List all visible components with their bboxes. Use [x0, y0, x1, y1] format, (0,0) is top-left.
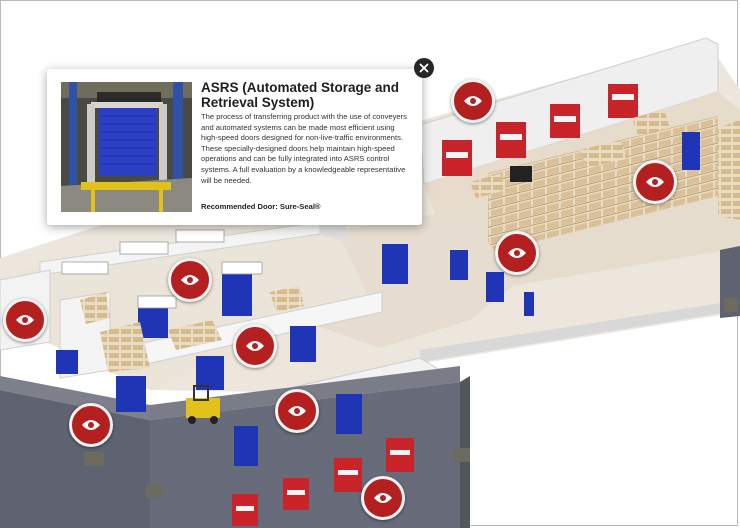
dock-doors-bottom [232, 438, 414, 526]
hotspot-loading-dock[interactable] [361, 476, 405, 520]
hotspot-top-corridor[interactable] [451, 79, 495, 123]
eye-icon [16, 315, 34, 325]
recommended-door: Recommended Door: Sure-Seal® [201, 202, 321, 211]
hotspot-center-room[interactable] [233, 324, 277, 368]
info-popup: ASRS (Automated Storage and Retrieval Sy… [47, 69, 422, 225]
close-button[interactable] [414, 58, 434, 78]
hotspot-left-room[interactable] [3, 298, 47, 342]
hotspot-exterior-left[interactable] [69, 403, 113, 447]
eye-icon [246, 341, 264, 351]
eye-icon [508, 248, 526, 258]
eye-icon [646, 177, 664, 187]
close-icon [419, 63, 429, 73]
eye-icon [82, 420, 100, 430]
hotspot-cooler-room[interactable] [168, 258, 212, 302]
hotspot-lower-room[interactable] [275, 389, 319, 433]
hotspot-right-storage[interactable] [633, 160, 677, 204]
hotspot-center-right[interactable] [495, 231, 539, 275]
eye-icon [464, 96, 482, 106]
popup-title: ASRS (Automated Storage and Retrieval Sy… [201, 80, 400, 110]
door-photo [61, 82, 192, 212]
eye-icon [374, 493, 392, 503]
popup-description: The process of transferring product with… [201, 112, 407, 185]
eye-icon [288, 406, 306, 416]
eye-icon [181, 275, 199, 285]
